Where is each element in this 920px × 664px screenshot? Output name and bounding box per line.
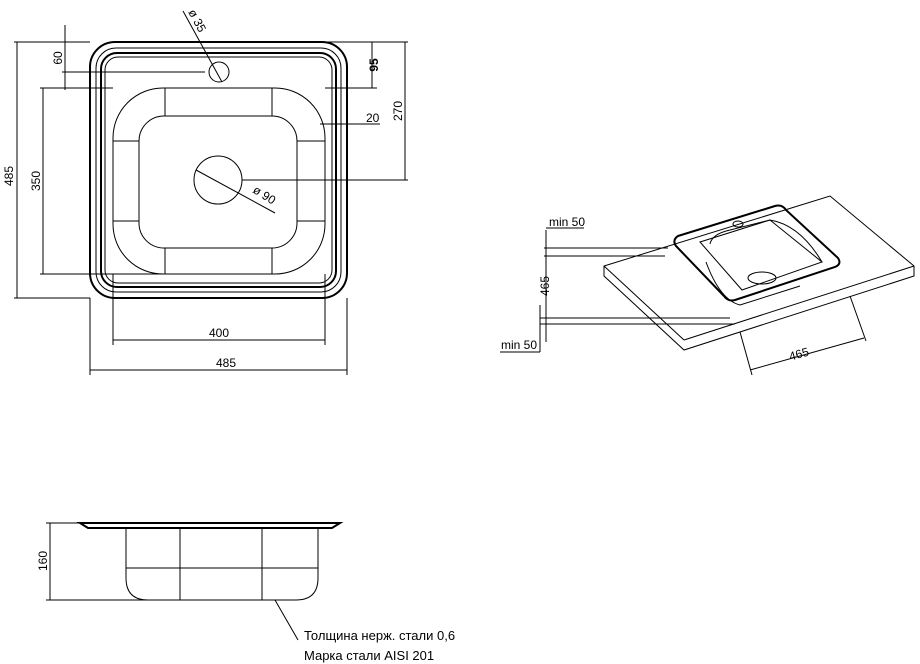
install-view: min 50 min 50 465 465: [500, 195, 915, 376]
side-bowl: [125, 528, 319, 601]
countertop: [603, 195, 915, 351]
tap-hole: [208, 61, 230, 83]
bowl-outline: [112, 87, 326, 275]
dim-cutout-depth: 465: [538, 276, 552, 296]
note-thickness: Толщина нерж. стали 0,6: [304, 628, 456, 643]
side-flange: [76, 522, 344, 529]
dim-bowl-length: 350: [29, 171, 43, 191]
dim-width-overall: 485: [216, 356, 236, 370]
dim-min-top: min 50: [549, 215, 585, 229]
sink-rim-iso: [673, 204, 841, 302]
side-view: 160: [36, 522, 344, 641]
dim-depth: 160: [36, 551, 50, 571]
dim-drain-diameter: ø 90: [250, 183, 278, 208]
dim-height-overall: 485: [2, 166, 16, 186]
dim-bowl-width: 400: [209, 326, 229, 340]
note-steel-grade: Марка стали AISI 201: [304, 648, 435, 663]
dim-bowl-offset: 95: [367, 58, 381, 72]
dim-drain-offset: 270: [391, 101, 405, 121]
dim-cutout-width: 465: [787, 345, 810, 364]
dim-min-bottom: min 50: [501, 338, 537, 352]
rim-inner: [100, 52, 337, 288]
drain-hole: [193, 155, 243, 205]
bowl-bottom: [138, 115, 298, 249]
dim-tap-offset: 60: [51, 51, 65, 65]
sink-outline: [89, 41, 348, 299]
top-view: 485 350 60 95 270 20 400 485 ø 35 ø 90: [2, 7, 408, 375]
dim-rim: 20: [366, 111, 380, 125]
